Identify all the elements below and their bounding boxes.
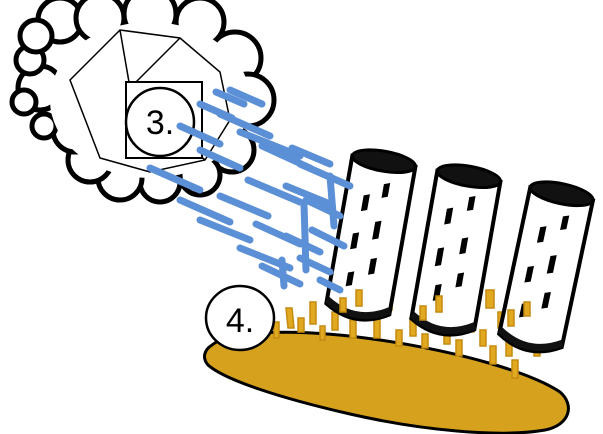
step-4-label: 4. <box>226 302 254 340</box>
barrel-icon <box>497 177 595 357</box>
pollution-puddle <box>205 332 569 433</box>
step-4-marker: 4. <box>206 286 274 350</box>
step-3-marker: 3. <box>126 82 202 158</box>
step-3-label: 3. <box>146 104 174 142</box>
barrel-icon <box>325 146 418 325</box>
